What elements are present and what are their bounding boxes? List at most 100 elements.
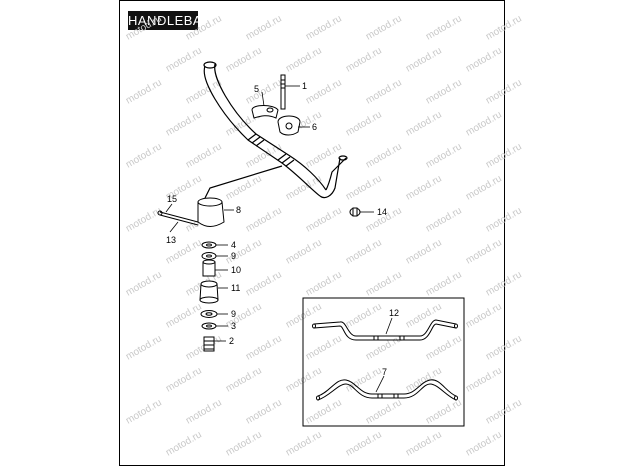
watermark-text: motod.ru (424, 205, 464, 234)
diagram-frame (119, 0, 505, 466)
watermark-text: motod.ru (404, 365, 444, 394)
callout-14: 14 (377, 207, 387, 217)
watermark-text: motod.ru (124, 333, 164, 362)
watermark-text: motod.ru (164, 301, 204, 330)
watermark-text: motod.ru (224, 45, 264, 74)
watermark-text: motod.ru (304, 77, 344, 106)
watermark-text: motod.ru (224, 365, 264, 394)
callout-6: 6 (312, 122, 317, 132)
watermark-text: motod.ru (424, 269, 464, 298)
callout-15: 15 (167, 194, 177, 204)
part-3-washer (201, 322, 217, 330)
watermark-text: motod.ru (464, 173, 504, 202)
watermark-text: motod.ru (184, 397, 224, 426)
watermark-text: motod.ru (404, 301, 444, 330)
part-6-clamp (277, 115, 301, 136)
watermark-text: motod.ru (424, 141, 464, 170)
watermark-text: motod.ru (464, 365, 504, 394)
callout-7: 7 (382, 367, 387, 377)
watermark-text: motod.ru (124, 205, 164, 234)
watermark-text: motod.ru (344, 365, 384, 394)
callout-12: 12 (389, 308, 399, 318)
watermark-text: motod.ru (284, 429, 324, 458)
watermark-text: motod.ru (244, 269, 284, 298)
watermark-text: motod.ru (164, 109, 204, 138)
watermark-text: motod.ru (184, 13, 224, 42)
watermark-text: motod.ru (344, 109, 384, 138)
callout-labels: 1 5 6 8 15 14 13 4 9 10 11 9 3 2 12 7 (166, 81, 399, 377)
watermark-text: motod.ru (244, 333, 284, 362)
alternate-bars-inset (302, 297, 465, 427)
watermark-text: motod.ru (464, 429, 504, 458)
watermark-text: motod.ru (344, 173, 384, 202)
watermark-text: motod.ru (464, 237, 504, 266)
watermark-text: motod.ru (124, 269, 164, 298)
part-11-bushing (199, 280, 219, 304)
watermark-text: motod.ru (364, 77, 404, 106)
watermark-text: motod.ru (364, 141, 404, 170)
part-1-bolt (280, 74, 286, 110)
watermark-text: motod.ru (224, 429, 264, 458)
part-13-rod (157, 210, 199, 226)
watermark-text: motod.ru (364, 13, 404, 42)
watermark-text: motod.ru (404, 45, 444, 74)
callout-3: 3 (231, 321, 236, 331)
watermark-text: motod.ru (424, 333, 464, 362)
watermark-text: motod.ru (244, 397, 284, 426)
watermark-text: motod.ru (304, 269, 344, 298)
watermark-text: motod.ru (404, 109, 444, 138)
watermark-text: motod.ru (484, 397, 524, 426)
part-9-washer-upper (201, 252, 217, 260)
callout-2: 2 (229, 336, 234, 346)
part-14-fitting (349, 207, 361, 217)
watermark-text: motod.ru (344, 429, 384, 458)
part-4-washer (201, 241, 217, 249)
watermark-text: motod.ru (484, 205, 524, 234)
watermark-text: motod.ru (344, 237, 384, 266)
watermark-text: motod.ru (484, 77, 524, 106)
watermark-text: motod.ru (124, 141, 164, 170)
part-10-spacer (202, 259, 216, 277)
watermark-text: motod.ru (304, 13, 344, 42)
watermark-text: motod.ru (124, 77, 164, 106)
watermark-text: motod.ru (284, 301, 324, 330)
part-2-bolt (203, 336, 215, 352)
callout-5: 5 (254, 84, 259, 94)
watermark-text: motod.ru (464, 45, 504, 74)
callout-8: 8 (236, 205, 241, 215)
watermark-text: motod.ru (164, 45, 204, 74)
watermark-text: motod.ru (224, 237, 264, 266)
watermark-text: motod.ru (464, 109, 504, 138)
watermark-text: motod.ru (164, 365, 204, 394)
part-5-clamp-top (251, 105, 279, 119)
watermark-text: motod.ru (424, 397, 464, 426)
callout-13: 13 (166, 235, 176, 245)
watermark-text: motod.ru (244, 205, 284, 234)
watermark-text: motod.ru (344, 301, 384, 330)
watermark-text: motod.ru (404, 429, 444, 458)
part-9-washer-lower (200, 310, 218, 318)
watermark-text: motod.ru (484, 333, 524, 362)
watermark-text: motod.ru (404, 237, 444, 266)
watermark-text: motod.ru (424, 77, 464, 106)
watermark-text: motod.ru (244, 141, 284, 170)
watermark-text: motod.ru (364, 333, 404, 362)
watermark-text: motod.ru (124, 397, 164, 426)
watermark-text: motod.ru (184, 141, 224, 170)
watermark-text: motod.ru (404, 173, 444, 202)
watermark-text: motod.ru (364, 397, 404, 426)
callout-11: 11 (231, 283, 240, 293)
watermark-text: motod.ru (484, 269, 524, 298)
watermark-text: motod.ru (124, 13, 164, 42)
callout-9-lower: 9 (231, 309, 236, 319)
watermark-text: motod.ru (164, 429, 204, 458)
watermark-text: motod.ru (284, 365, 324, 394)
watermark-text: motod.ru (424, 13, 464, 42)
watermark-text: motod.ru (364, 269, 404, 298)
callout-9-upper: 9 (231, 251, 236, 261)
watermark-text: motod.ru (224, 301, 264, 330)
watermark-text: motod.ru (284, 45, 324, 74)
watermark-text: motod.ru (304, 333, 344, 362)
callout-4: 4 (231, 240, 236, 250)
